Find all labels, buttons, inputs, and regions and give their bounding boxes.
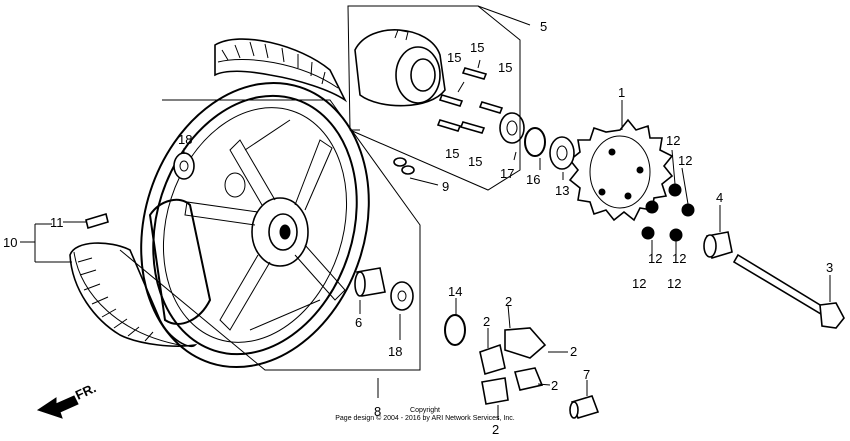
spacer (703, 231, 733, 260)
callout-15: 15 (470, 40, 484, 55)
valve-cap (569, 395, 600, 419)
callout-12: 12 (632, 276, 646, 291)
o-ring (444, 314, 466, 346)
wheel-bearing-lower (390, 281, 414, 311)
callout-11: 11 (50, 215, 64, 230)
front-arrow-label: FR. (73, 380, 98, 402)
callout-labels: 1 2 2 2 2 2 3 4 5 6 7 8 9 10 11 12 12 12… (3, 19, 833, 437)
dampers (479, 327, 547, 405)
front-direction-arrow: FR. (36, 380, 98, 419)
wheel-rim (140, 81, 370, 369)
callout-3: 3 (826, 260, 833, 275)
callout-18: 18 (388, 344, 402, 359)
callout-7: 7 (583, 367, 590, 382)
hub-flange (354, 29, 446, 107)
bearing (499, 112, 525, 144)
callout-2: 2 (505, 294, 512, 309)
bearing-13 (549, 136, 575, 170)
callout-18: 18 (178, 132, 192, 147)
callout-9: 9 (442, 179, 449, 194)
callout-16: 16 (526, 172, 540, 187)
callout-2: 2 (483, 314, 490, 329)
circlip (524, 127, 546, 157)
axle (732, 253, 845, 329)
callout-12: 12 (678, 153, 692, 168)
assembly-outlines (20, 5, 831, 420)
callout-2: 2 (492, 422, 499, 437)
copyright-line2: Page design © 2004 - 2016 by ARI Network… (335, 414, 515, 422)
callout-15: 15 (447, 50, 461, 65)
callout-2: 2 (570, 344, 577, 359)
callout-6: 6 (355, 315, 362, 330)
callout-15: 15 (445, 146, 459, 161)
callout-2: 2 (551, 378, 558, 393)
callout-1: 1 (618, 85, 625, 100)
callout-5: 5 (540, 19, 547, 34)
sprocket (568, 118, 674, 222)
screws (393, 157, 415, 175)
callout-15: 15 (498, 60, 512, 75)
valve (85, 212, 109, 230)
studs (436, 67, 504, 134)
callout-12: 12 (648, 251, 662, 266)
copyright-line1: Copyright (410, 407, 440, 414)
callout-4: 4 (716, 190, 723, 205)
callout-12: 12 (666, 133, 680, 148)
callout-13: 13 (555, 183, 569, 198)
callout-12: 12 (672, 251, 686, 266)
callout-14: 14 (448, 284, 462, 299)
callout-12: 12 (667, 276, 681, 291)
wheel-bearing-upper (173, 152, 195, 180)
tire-upper (214, 38, 348, 103)
callout-17: 17 (500, 166, 514, 181)
collar (354, 267, 386, 297)
callout-10: 10 (3, 235, 17, 250)
callout-15: 15 (468, 154, 482, 169)
copyright-notice: Copyright Page design © 2004 - 2016 by A… (335, 407, 515, 422)
callout-8: 8 (374, 404, 381, 419)
tire-lower (69, 242, 198, 347)
